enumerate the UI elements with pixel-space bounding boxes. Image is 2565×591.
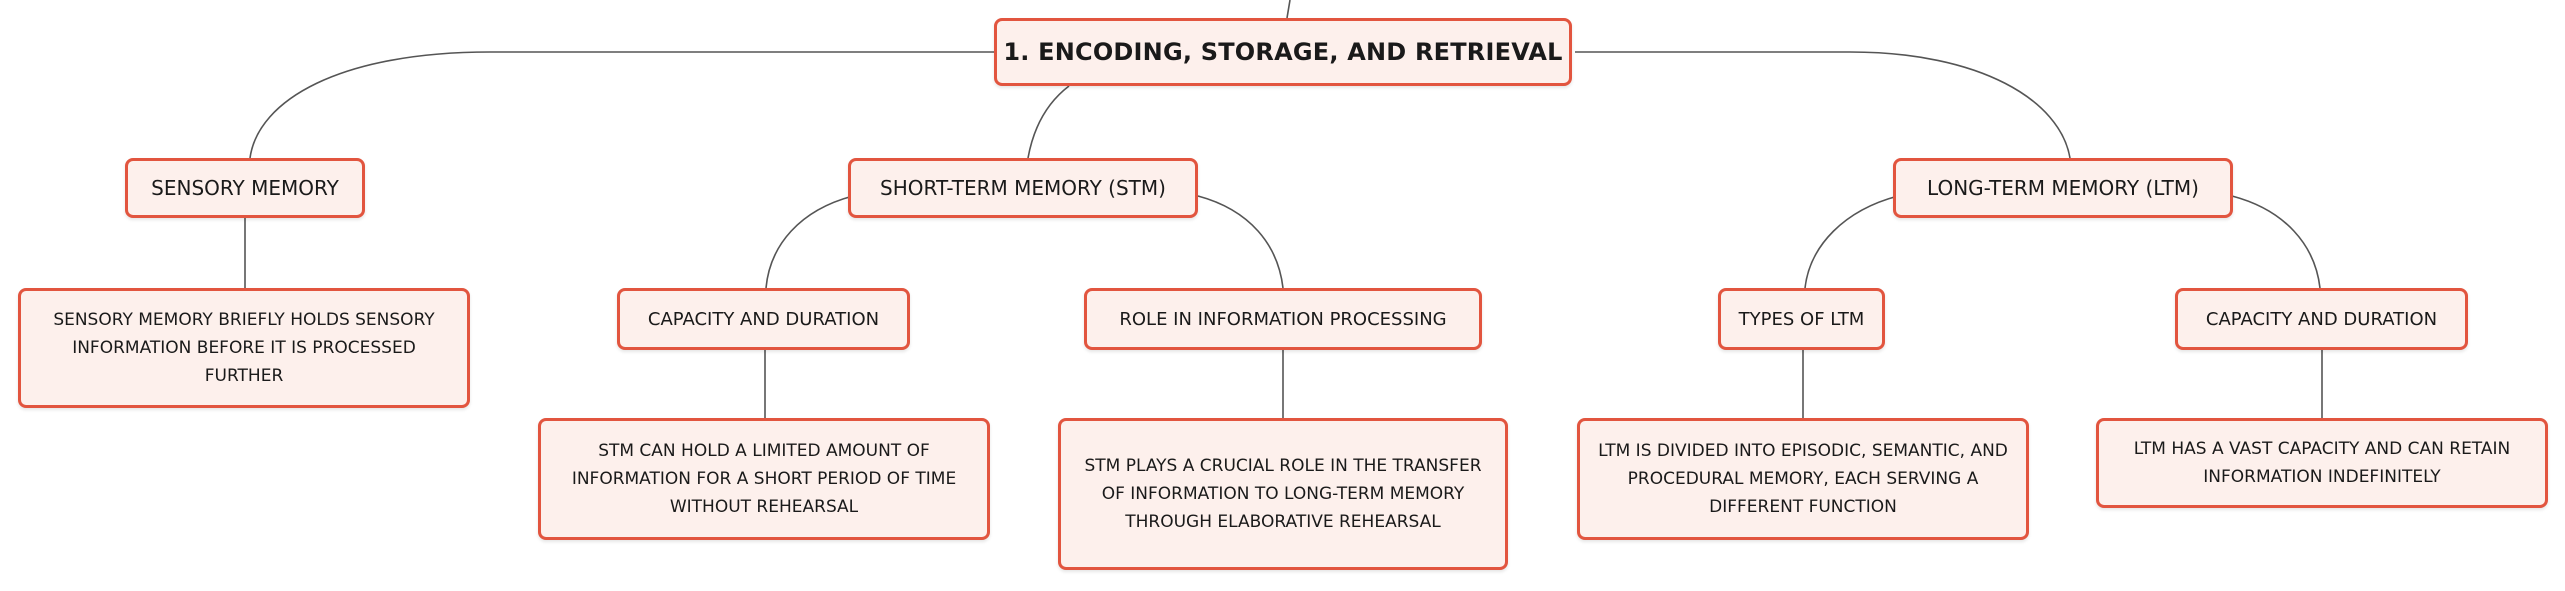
ltm-types-label: TYPES OF LTM (1738, 308, 1865, 330)
connector-parent-to-root (1286, 0, 1291, 19)
connector-ltm-to-capacity (2231, 195, 2321, 289)
stm-role-description[interactable]: STM PLAYS A CRUCIAL ROLE IN THE TRANSFER… (1058, 418, 1508, 570)
stm-role-node[interactable]: ROLE IN INFORMATION PROCESSING (1084, 288, 1482, 350)
stm-capacity-description[interactable]: STM CAN HOLD A LIMITED AMOUNT OF INFORMA… (538, 418, 990, 540)
stm-capacity-node[interactable]: CAPACITY AND DURATION (617, 288, 910, 350)
ltm-types-node[interactable]: TYPES OF LTM (1718, 288, 1885, 350)
root-label: 1. ENCODING, STORAGE, AND RETRIEVAL (1003, 38, 1563, 66)
ltm-capacity-node[interactable]: CAPACITY AND DURATION (2175, 288, 2468, 350)
sensory-memory-node[interactable]: SENSORY MEMORY (125, 158, 365, 218)
sensory-memory-desc-text: SENSORY MEMORY BRIEFLY HOLDS SENSORY INF… (53, 310, 435, 386)
connector-root-to-ltm (1575, 51, 2071, 159)
sensory-memory-label: SENSORY MEMORY (151, 176, 339, 200)
stm-label: SHORT-TERM MEMORY (STM) (880, 176, 1166, 200)
connector-stm-to-capacity (765, 195, 854, 289)
ltm-capacity-description[interactable]: LTM HAS A VAST CAPACITY AND CAN RETAIN I… (2096, 418, 2548, 508)
ltm-types-description[interactable]: LTM IS DIVIDED INTO EPISODIC, SEMANTIC, … (1577, 418, 2029, 540)
ltm-capacity-desc-text: LTM HAS A VAST CAPACITY AND CAN RETAIN I… (2133, 439, 2511, 487)
root-node[interactable]: 1. ENCODING, STORAGE, AND RETRIEVAL (994, 18, 1572, 86)
ltm-types-desc-text: LTM IS DIVIDED INTO EPISODIC, SEMANTIC, … (1598, 441, 2008, 517)
stm-capacity-desc-text: STM CAN HOLD A LIMITED AMOUNT OF INFORMA… (571, 441, 957, 517)
sensory-memory-description[interactable]: SENSORY MEMORY BRIEFLY HOLDS SENSORY INF… (18, 288, 470, 408)
ltm-capacity-label: CAPACITY AND DURATION (2205, 308, 2438, 330)
connector-root-to-stm (1027, 85, 1070, 159)
stm-role-label: ROLE IN INFORMATION PROCESSING (1119, 308, 1447, 330)
connector-ltm-to-types (1804, 195, 1899, 289)
ltm-node[interactable]: LONG-TERM MEMORY (LTM) (1893, 158, 2233, 218)
stm-node[interactable]: SHORT-TERM MEMORY (STM) (848, 158, 1198, 218)
stm-capacity-label: CAPACITY AND DURATION (647, 308, 880, 330)
stm-role-desc-text: STM PLAYS A CRUCIAL ROLE IN THE TRANSFER… (1084, 456, 1482, 532)
connector-root-to-sensory (249, 51, 1000, 159)
ltm-label: LONG-TERM MEMORY (LTM) (1927, 176, 2199, 200)
connector-stm-to-role (1197, 195, 1284, 289)
